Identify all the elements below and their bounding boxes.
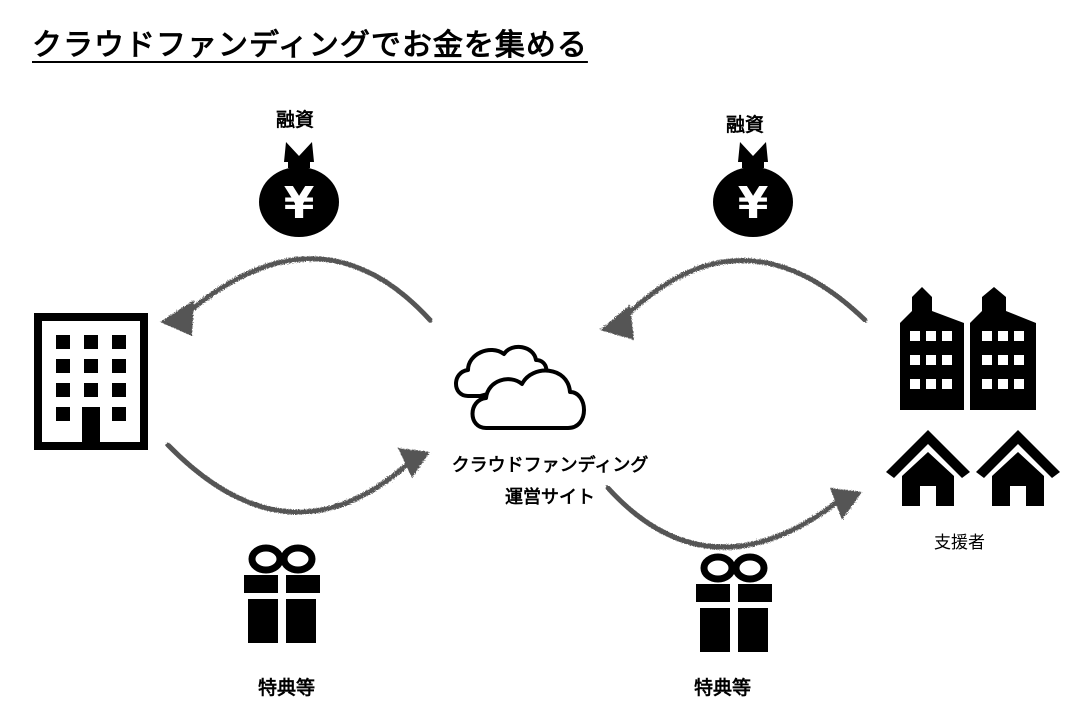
arrowhead-site-bottom (398, 448, 430, 478)
money-bag-icon: ¥ (256, 140, 342, 242)
office-building-icon (34, 313, 148, 454)
arrow-site-to-company (182, 256, 433, 323)
gift-icon (242, 543, 322, 649)
page-title: クラウドファンディングでお金を集める (32, 28, 588, 63)
yen-symbol: ¥ (284, 178, 315, 229)
site-label: クラウドファンディング 運営サイト (420, 450, 680, 514)
perks-label-right: 特典等 (694, 677, 752, 699)
money-bag-icon: ¥ (710, 140, 796, 242)
arrow-site-to-supporters (605, 485, 843, 550)
site-label-line1: クラウドファンディング (451, 455, 649, 476)
arrowhead-site-top (600, 305, 634, 340)
loan-label-right: 融資 (726, 114, 765, 136)
loan-label-left: 融資 (276, 109, 315, 131)
cloud-icon (450, 340, 590, 436)
arrowhead-supporters (830, 488, 862, 520)
site-label-line2: 運営サイト (505, 487, 595, 508)
arrowhead-company (160, 300, 194, 336)
arrow-company-to-site (165, 442, 413, 515)
townhouses-icon (898, 283, 1038, 417)
perks-label-left: 特典等 (258, 677, 316, 699)
houses-icon (884, 426, 1064, 512)
supporters-label: 支援者 (934, 533, 985, 553)
gift-icon (694, 552, 774, 658)
yen-symbol: ¥ (738, 178, 769, 229)
arrow-supporters-to-site (617, 258, 868, 325)
